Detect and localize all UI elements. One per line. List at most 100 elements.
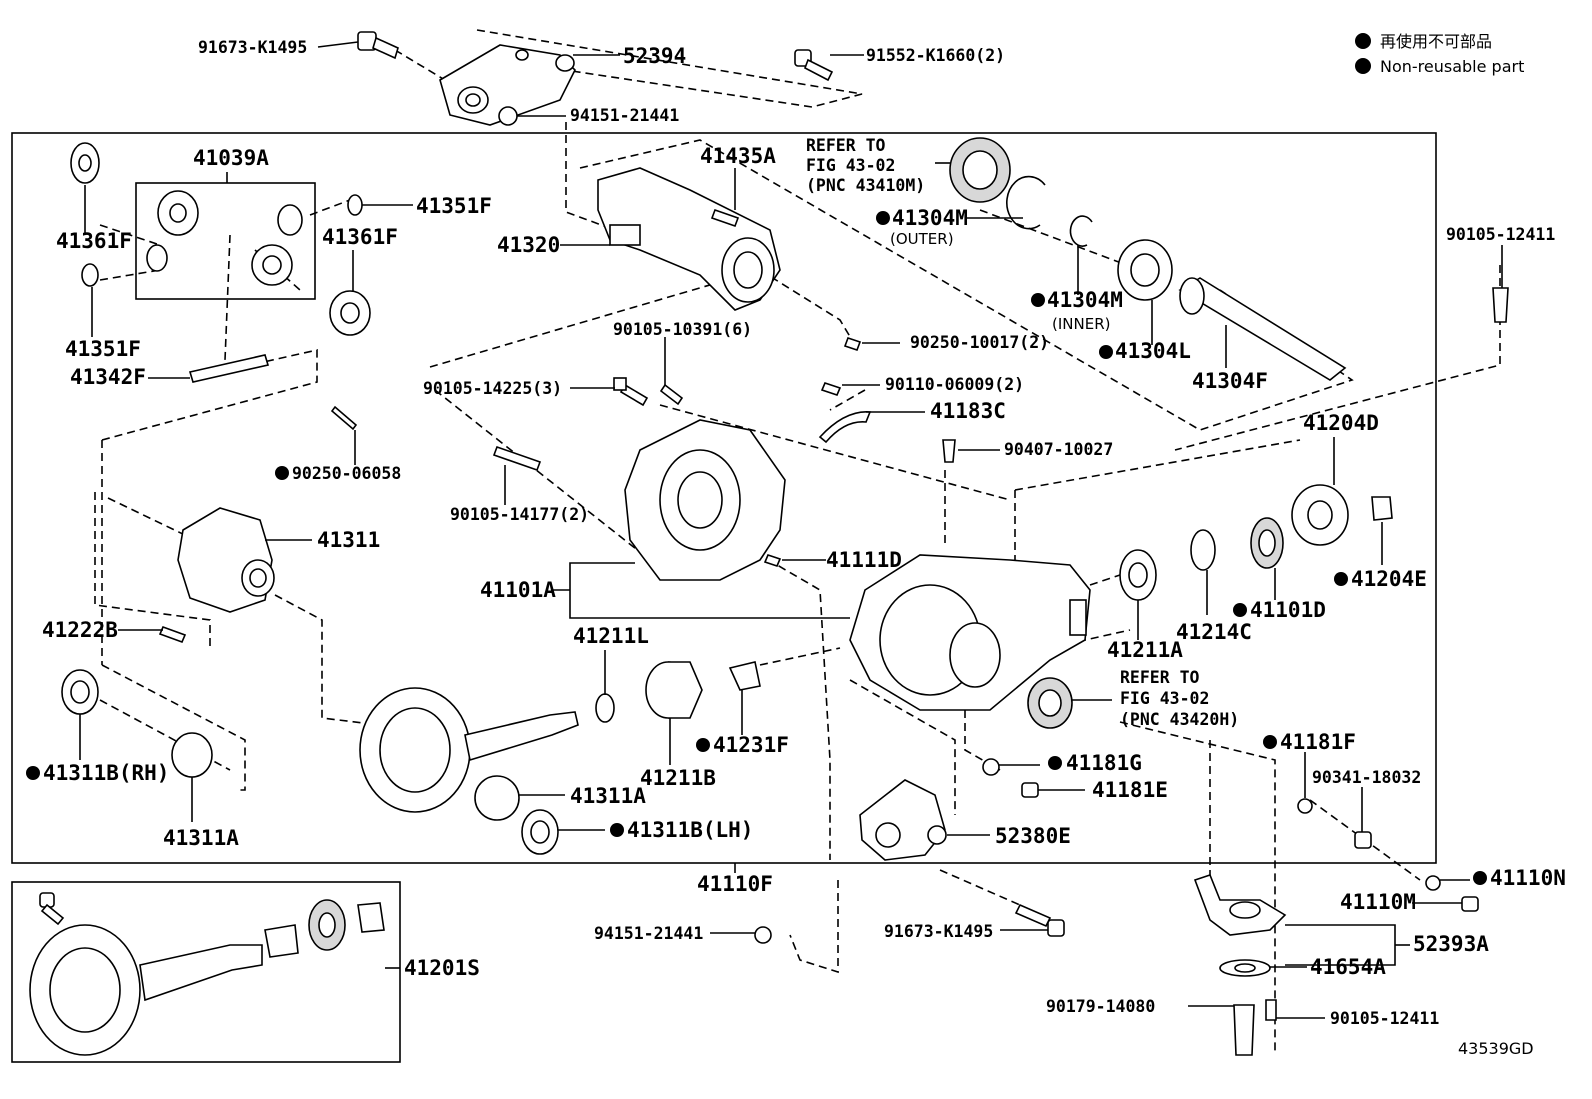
label-41181F: 41181F (1280, 730, 1356, 754)
label-52393A: 52393A (1413, 932, 1489, 956)
part-drawings (29, 31, 1509, 1056)
spacer-41231F (728, 661, 761, 691)
diff-case-41311 (177, 507, 275, 613)
label-41311: 41311 (317, 528, 380, 552)
label-41110N: 41110N (1490, 866, 1566, 890)
pinion-shaft (188, 354, 270, 383)
label-41351F-right: 41351F (416, 194, 492, 218)
label-41181G: 41181G (1066, 751, 1142, 775)
mount-bracket-52380E (859, 779, 947, 861)
bolt-90341 (1354, 831, 1372, 849)
label-41111D: 41111D (826, 548, 902, 572)
label-94151-21441-top: 94151-21441 (570, 106, 679, 125)
non-reusable-dot-icon (26, 766, 40, 780)
label-41311A-low: 41311A (163, 826, 239, 850)
snap-ring-inner (1069, 215, 1093, 247)
label-41361F-left: 41361F (56, 229, 132, 253)
pinion-washer-left (81, 263, 99, 287)
axle-shaft-41304F (1178, 277, 1347, 381)
label-41311B-LH: 41311B(LH) (627, 818, 753, 842)
bolt-90179 (1233, 1004, 1255, 1056)
label-outer: (OUTER) (890, 230, 954, 248)
label-41342F: 41342F (70, 365, 146, 389)
carrier-housing-41110F (849, 554, 1091, 711)
nut-top (498, 106, 518, 126)
pin-90250 (843, 336, 862, 352)
label-refer-to-2: REFER TO (1120, 668, 1200, 687)
bolt-41435A (710, 208, 740, 228)
washer-41211L (595, 693, 615, 723)
label-41231F: 41231F (713, 733, 789, 757)
washer-41214C (1190, 529, 1216, 571)
ring-pinion-kit-41201S (29, 892, 385, 1056)
legend-jp: 再使用不可部品 (1380, 32, 1492, 51)
non-reusable-dot-icon (1355, 58, 1371, 74)
non-reusable-dot-icon (1048, 756, 1062, 770)
label-pnc-43410M: (PNC 43410M) (806, 176, 925, 195)
label-41183C: 41183C (930, 399, 1006, 423)
snap-ring-outer (1006, 175, 1046, 230)
label-52394: 52394 (623, 44, 686, 68)
nut-94151-lower (754, 926, 772, 944)
legend-en: Non-reusable part (1380, 57, 1524, 76)
leader-lines (79, 41, 1503, 1019)
label-41110F: 41110F (697, 872, 773, 896)
bolt-41110M (1461, 896, 1479, 912)
label-91673-K1495-low: 91673-K1495 (884, 922, 993, 941)
label-90105-14225: 90105-14225(3) (423, 379, 562, 398)
bolt-41222B (158, 625, 187, 644)
label-41304M-inner: 41304M (1047, 288, 1123, 312)
non-reusable-markers (26, 211, 1487, 885)
label-41039A: 41039A (193, 146, 269, 170)
bearing-41311A-left (171, 732, 213, 778)
label-41204D: 41204D (1303, 411, 1379, 435)
main-assembly-frame (11, 132, 1437, 864)
non-reusable-dot-icon (1473, 871, 1487, 885)
legend: 再使用不可部品 Non-reusable part (1355, 32, 1524, 76)
mount-bracket-top (439, 44, 576, 126)
diagram-code: 43539GD (1458, 1039, 1534, 1058)
label-41304M-outer: 41304M (892, 206, 968, 230)
carrier-cover-41101A (624, 419, 786, 581)
label-90105-14177: 90105-14177(2) (450, 505, 589, 524)
label-41304F: 41304F (1192, 369, 1268, 393)
bolt-top-right (794, 49, 834, 82)
label-41201S: 41201S (404, 956, 480, 980)
non-reusable-dot-icon (1099, 345, 1113, 359)
label-94151-21441-low: 94151-21441 (594, 924, 703, 943)
non-reusable-dot-icon (275, 466, 289, 480)
part-labels: 91673-K1495 52394 91552-K1660(2) 94151-2… (42, 38, 1566, 1058)
non-reusable-dot-icon (1355, 33, 1371, 49)
label-90179-14080: 90179-14080 (1046, 997, 1155, 1016)
label-41110M: 41110M (1340, 890, 1416, 914)
label-41181E: 41181E (1092, 778, 1168, 802)
pinion-washer-right (347, 194, 363, 216)
label-91673-K1495-top: 91673-K1495 (198, 38, 307, 57)
label-41654A: 41654A (1310, 955, 1386, 979)
bolt-10391 (659, 383, 684, 406)
label-41101D: 41101D (1250, 598, 1326, 622)
extension-case (597, 167, 781, 311)
label-inner: (INNER) (1052, 315, 1110, 333)
bolt-90105-lower (1265, 999, 1277, 1021)
bolt-91673-lower (1014, 903, 1052, 928)
mount-52393A (1193, 874, 1287, 977)
label-41304L: 41304L (1115, 339, 1191, 363)
label-fig-43-02-1: FIG 43-02 (806, 156, 895, 175)
non-reusable-dot-icon (876, 211, 890, 225)
differential-gears (146, 190, 303, 286)
label-fig-43-02-2: FIG 43-02 (1120, 689, 1209, 708)
label-pnc-43420H: (PNC 43420H) (1120, 710, 1239, 729)
label-41204E: 41204E (1351, 567, 1427, 591)
label-90110-06009: 90110-06009(2) (885, 375, 1024, 394)
differential-gear-kit-box (135, 182, 316, 300)
label-41214C: 41214C (1176, 620, 1252, 644)
bolt-06009 (820, 382, 842, 396)
non-reusable-dot-icon (1263, 735, 1277, 749)
label-41320: 41320 (497, 233, 560, 257)
kit-frame (11, 881, 401, 1063)
pin (330, 405, 358, 431)
label-90105-12411-low: 90105-12411 (1330, 1009, 1439, 1028)
label-90250-06058: 90250-06058 (292, 464, 401, 483)
